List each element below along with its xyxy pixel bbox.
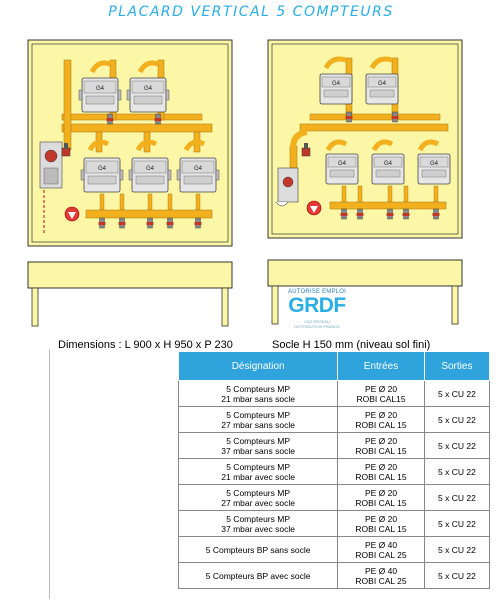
cell-sorties: 5 x CU 22 — [423, 432, 491, 459]
grdf-authorised-text: AUTORISE EMPLOI — [288, 289, 346, 295]
grdf-tagline: GAZ RÉSEAU DISTRIBUTION FRANCE — [294, 319, 340, 329]
grdf-logo: AUTORISE EMPLOI GRDF GAZ RÉSEAU DISTRIBU… — [280, 289, 354, 329]
cell-sorties: 5 x CU 22 — [423, 380, 491, 407]
meter-label: G4 — [332, 81, 341, 87]
cell-designation: 5 Compteurs BP sans socle — [177, 536, 339, 563]
meter-label: G4 — [378, 81, 387, 87]
left-cabinet — [27, 39, 233, 247]
meter-labels: G4 G4 G4 G4 G4 G4 G4 G4 G4 G4 — [96, 81, 439, 172]
cell-sorties: 5 x CU 22 — [423, 510, 491, 537]
right-socle — [267, 259, 463, 325]
right-cabinet — [267, 39, 463, 239]
meter-label: G4 — [194, 166, 203, 172]
cell-sorties: 5 x CU 22 — [423, 458, 491, 485]
meter-label: G4 — [384, 161, 393, 167]
table-header-row: Désignation Entrées Sorties — [177, 351, 491, 381]
specifications-table: Désignation Entrées Sorties 5 Compteurs … — [177, 351, 491, 589]
meter-label: G4 — [146, 166, 155, 172]
divider-line — [49, 349, 50, 599]
header-sorties: Sorties — [423, 351, 491, 381]
cell-sorties: 5 x CU 22 — [423, 484, 491, 511]
cell-sorties: 5 x CU 22 — [423, 562, 491, 589]
page-title: PLACARD VERTICAL 5 COMPTEURS — [108, 4, 394, 20]
meter-label: G4 — [430, 161, 439, 167]
meter-label: G4 — [338, 161, 347, 167]
meter-label: G4 — [144, 86, 153, 92]
cell-sorties: 5 x CU 22 — [423, 406, 491, 433]
cell-sorties: 5 x CU 22 — [423, 536, 491, 563]
dimensions-text: Dimensions : L 900 x H 950 x P 230 — [58, 339, 233, 351]
socle-height-text: Socle H 150 mm (niveau sol fini) — [272, 339, 431, 351]
meter-label: G4 — [96, 86, 105, 92]
cell-designation: 5 Compteurs BP avec socle — [177, 562, 339, 589]
meter-label: G4 — [98, 166, 107, 172]
grdf-brand: GRDF — [288, 294, 346, 317]
header-designation: Désignation — [177, 351, 339, 381]
left-socle — [27, 261, 233, 327]
header-entrees: Entrées — [337, 351, 425, 381]
cabinet-drawings: G4 G4 G4 G4 G4 G4 G4 G4 G4 G4 — [27, 39, 463, 327]
